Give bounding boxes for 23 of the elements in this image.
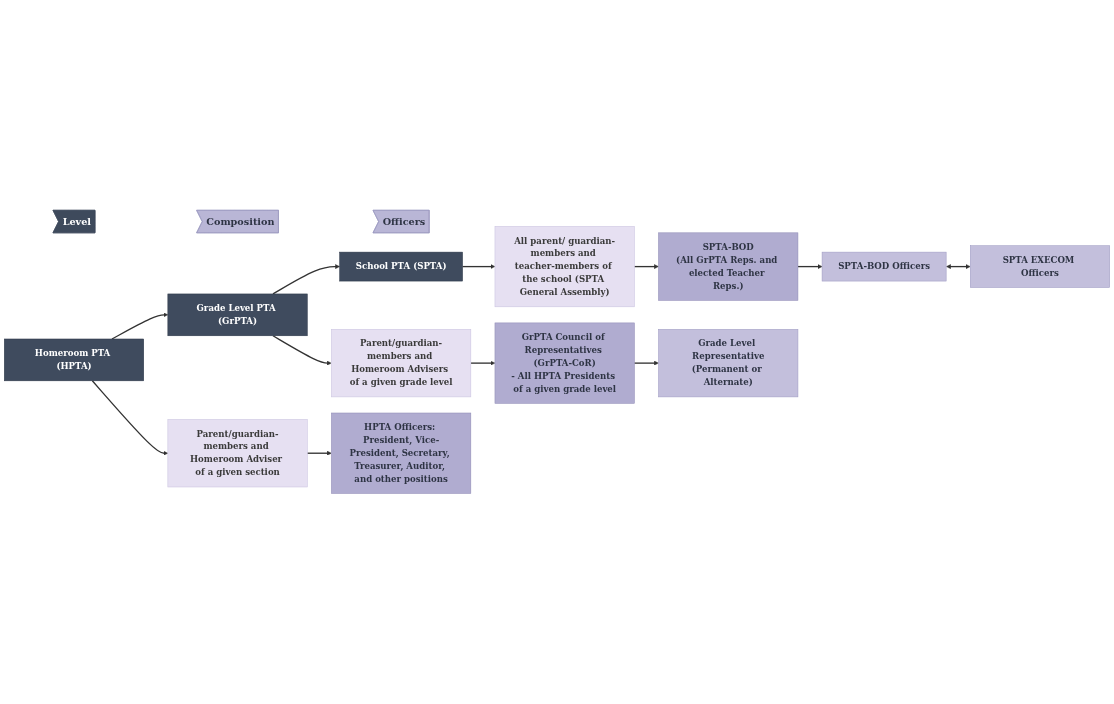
arrow	[633, 264, 659, 270]
node-box: SPTA-BOD Officers	[821, 252, 947, 282]
node-box: All parent/ guardian-members and teacher-members of the school (SPTA General Assembly)	[494, 226, 635, 308]
node-box: Grade Level Representative (Permanent or Alternate)	[658, 329, 799, 398]
arrow	[461, 264, 496, 270]
arrow	[111, 312, 169, 340]
node-box: SPTA EXECOM Officers	[970, 245, 1110, 288]
node-box: GrPTA Council of Representatives (GrPTA-CoR) - All HPTA Presidents of a given grade level	[494, 322, 635, 404]
arrow	[633, 360, 659, 366]
arrow	[946, 264, 971, 270]
arrow	[306, 451, 332, 456]
node-box: School PTA (SPTA)	[339, 252, 463, 282]
arrow	[272, 264, 340, 295]
node-box: Parent/guardian-members and Homeroom Adviser of a given section	[167, 419, 308, 488]
arrow	[272, 335, 332, 366]
node-box: Grade Level PTA (GrPTA)	[167, 293, 308, 337]
arrow	[91, 380, 169, 456]
arrow	[797, 264, 823, 270]
node-box: Homeroom PTA (HPTA)	[4, 338, 144, 382]
node-box: Parent/guardian-members and Homeroom Advisers of a given grade level	[331, 329, 472, 398]
arrow	[470, 360, 496, 366]
node-box: SPTA-BOD (All GrPTA Reps. and elected Teacher Reps.)	[658, 232, 799, 301]
node-box: HPTA Officers: President, Vice-President, Secretary, Treasurer, Auditor, and other positions	[331, 412, 472, 494]
